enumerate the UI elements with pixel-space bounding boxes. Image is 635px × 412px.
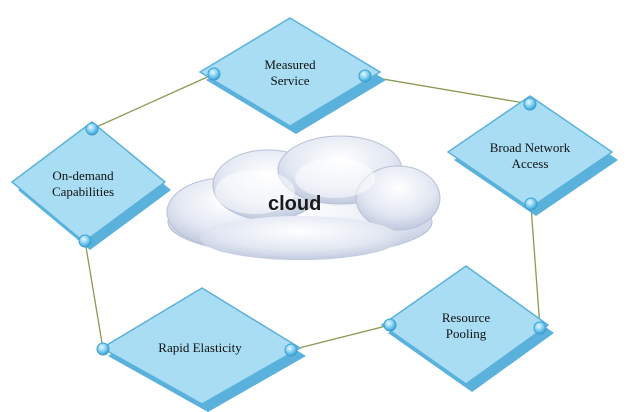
diamond-measured-service [198,17,386,134]
connector-dot [284,343,298,357]
connector-dot [207,67,221,81]
connector-dot [358,69,372,83]
connector-dots [78,67,547,357]
connector-dot [383,318,397,332]
connector-broad-to-resource [530,205,541,329]
diamond-on-demand-capabilities [10,121,171,250]
connector-resource-to-rapid [290,324,391,351]
connector-dot [533,321,547,335]
cloud-shape [166,135,441,260]
connectors [84,73,541,351]
connector-dot [523,97,537,111]
connector-rapid-to-ondemand [84,240,104,350]
connector-dot [524,197,538,211]
cloud-label: cloud [268,193,322,215]
connector-dot [96,342,110,356]
diamond-resource-pooling [380,265,554,392]
diamond-broad-network-access [446,95,618,216]
diamond-rapid-elasticity [100,287,306,412]
connector-dot [85,122,99,136]
connector-measured-to-broad [364,75,531,105]
connector-ondemand-to-measured [91,73,215,130]
connector-dot [78,234,92,248]
